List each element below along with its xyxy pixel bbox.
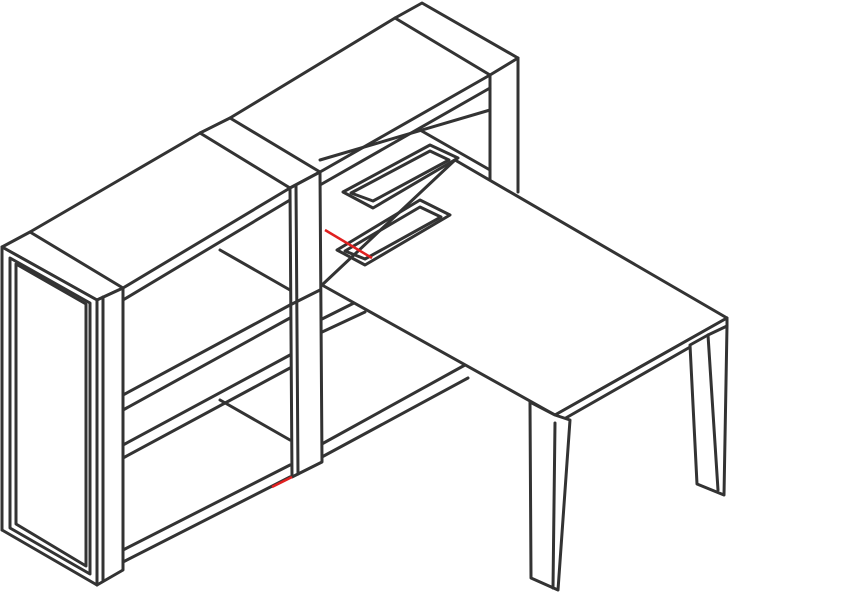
top-rail-inner: [121, 198, 292, 302]
bottom-rail-front-2: [121, 475, 292, 564]
middle-shelf-front: [121, 303, 292, 397]
lower-shelf-front: [121, 353, 292, 447]
cable-grommet-front: [335, 198, 452, 267]
top-rail-back-right: [228, 16, 397, 120]
middle-post-top: [198, 116, 322, 190]
lower-shelf-front-2: [121, 366, 292, 460]
middle-shelf-right-2: [318, 310, 367, 335]
left-end-panel-inner-2: [14, 262, 88, 568]
inner-depth-line-2: [218, 398, 292, 442]
back-rail-right-upper: [318, 108, 492, 162]
top-rail-back: [28, 131, 202, 234]
cable-grommet-back: [341, 143, 460, 210]
left-end-panel-inner: [8, 256, 92, 576]
middle-post-inner: [294, 184, 300, 476]
accent-line-desk: [324, 228, 373, 260]
top-rail-front: [121, 186, 292, 290]
accent-line-bottom: [271, 475, 293, 489]
middle-post-joint: [288, 288, 322, 307]
right-end-post-top: [393, 1, 520, 77]
desk-front-leg-inner: [551, 421, 557, 590]
desk-top: [320, 158, 729, 417]
lower-shelf-right-2: [318, 376, 470, 460]
cable-grommet-back-inner: [349, 149, 451, 203]
cable-grommet-front-inner: [343, 205, 443, 261]
lower-shelf-right: [318, 363, 467, 447]
left-end-panel-front: [95, 286, 125, 587]
storage-shelving-unit: [0, 1, 520, 587]
desk-right-leg-inner: [706, 333, 720, 492]
inner-depth-line: [218, 248, 292, 292]
middle-shelf-front-2: [121, 316, 292, 412]
desk-front-leg: [528, 400, 572, 592]
bottom-rail-front: [121, 463, 292, 552]
top-rail-front-right: [318, 73, 492, 174]
desk-right-leg: [688, 324, 729, 497]
back-top-right: [418, 128, 492, 172]
desk: [320, 143, 729, 592]
